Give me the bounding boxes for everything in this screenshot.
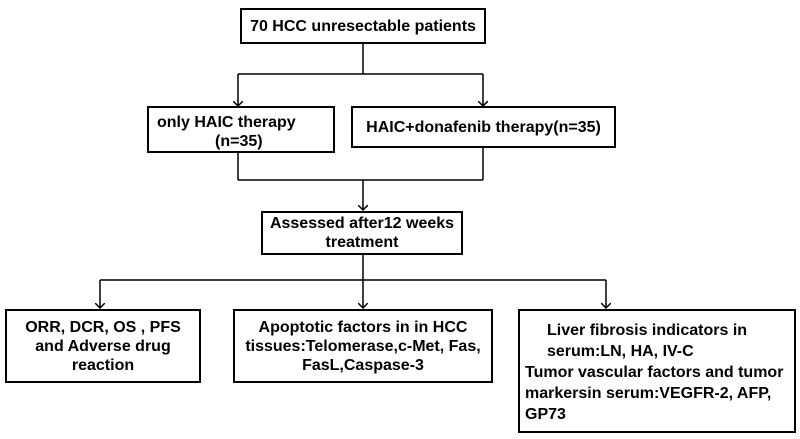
node-outcomes-line-2: and Adverse drug xyxy=(35,337,171,355)
node-liver-line-4: markersin serum:VEGFR-2, AFP, xyxy=(525,385,772,402)
node-assessed-line-2: treatment xyxy=(325,234,399,251)
node-liver-line-1: Liver fibrosis indicators in xyxy=(547,322,748,339)
node-apoptotic-line-2: tissues:Telomerase,c-Met, Fas, xyxy=(245,337,481,355)
node-haic-only-line-2: (n=35) xyxy=(215,133,263,150)
node-haic-only-line-1: only HAIC therapy xyxy=(157,114,296,131)
node-liver-line-2: serum:LN, HA, IV-C xyxy=(547,343,694,360)
node-patients: 70 HCC unresectable patients xyxy=(240,8,486,44)
node-outcomes: ORR, DCR, OS , PFS and Adverse drug reac… xyxy=(5,309,201,383)
node-outcomes-line-3: reaction xyxy=(71,356,135,374)
node-patients-line-1: 70 HCC unresectable patients xyxy=(250,17,476,35)
node-haic-donafenib: HAIC+donafenib therapy(n=35) xyxy=(351,106,616,148)
node-liver-line-3: Tumor vascular factors and tumor xyxy=(525,364,784,381)
node-liver: Liver fibrosis indicators in serum:LN, H… xyxy=(518,309,796,433)
node-haic-only: only HAIC therapy (n=35) xyxy=(147,106,335,153)
node-apoptotic-line-3: FasL,Caspase-3 xyxy=(302,356,424,374)
node-assessed: Assessed after12 weeks treatment xyxy=(261,211,463,255)
node-apoptotic: Apoptotic factors in in HCC tissues:Telo… xyxy=(233,309,493,383)
node-apoptotic-line-1: Apoptotic factors in in HCC xyxy=(258,318,468,336)
node-outcomes-line-1: ORR, DCR, OS , PFS xyxy=(25,318,181,336)
node-haic-donafenib-line-1: HAIC+donafenib therapy(n=35) xyxy=(366,118,601,136)
node-assessed-line-1: Assessed after12 weeks xyxy=(269,215,455,232)
node-liver-line-5: GP73 xyxy=(525,406,566,423)
